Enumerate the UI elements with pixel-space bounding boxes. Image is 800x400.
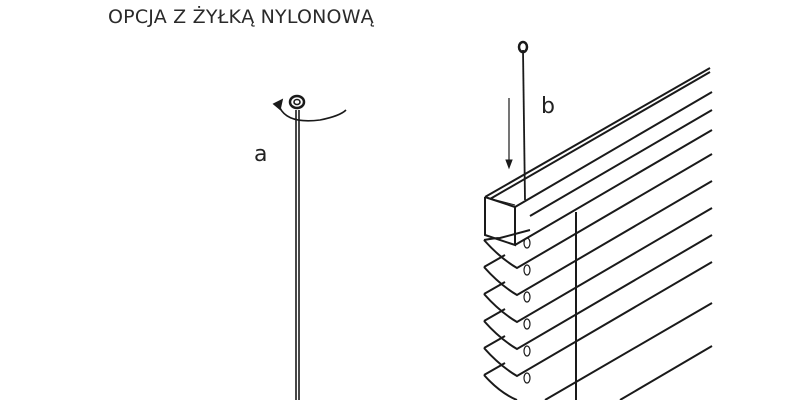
slats — [483, 109, 713, 400]
diagram-title: OPCJA Z ŻYŁKĄ NYLONOWĄ — [108, 6, 374, 28]
left-nylon-line — [272, 94, 347, 400]
label-a: a — [254, 142, 268, 167]
label-b: b — [541, 94, 555, 119]
rotation-arrow-icon — [279, 107, 347, 122]
knot-icon — [288, 94, 306, 110]
blind — [483, 40, 713, 400]
cord-holes — [523, 237, 531, 384]
